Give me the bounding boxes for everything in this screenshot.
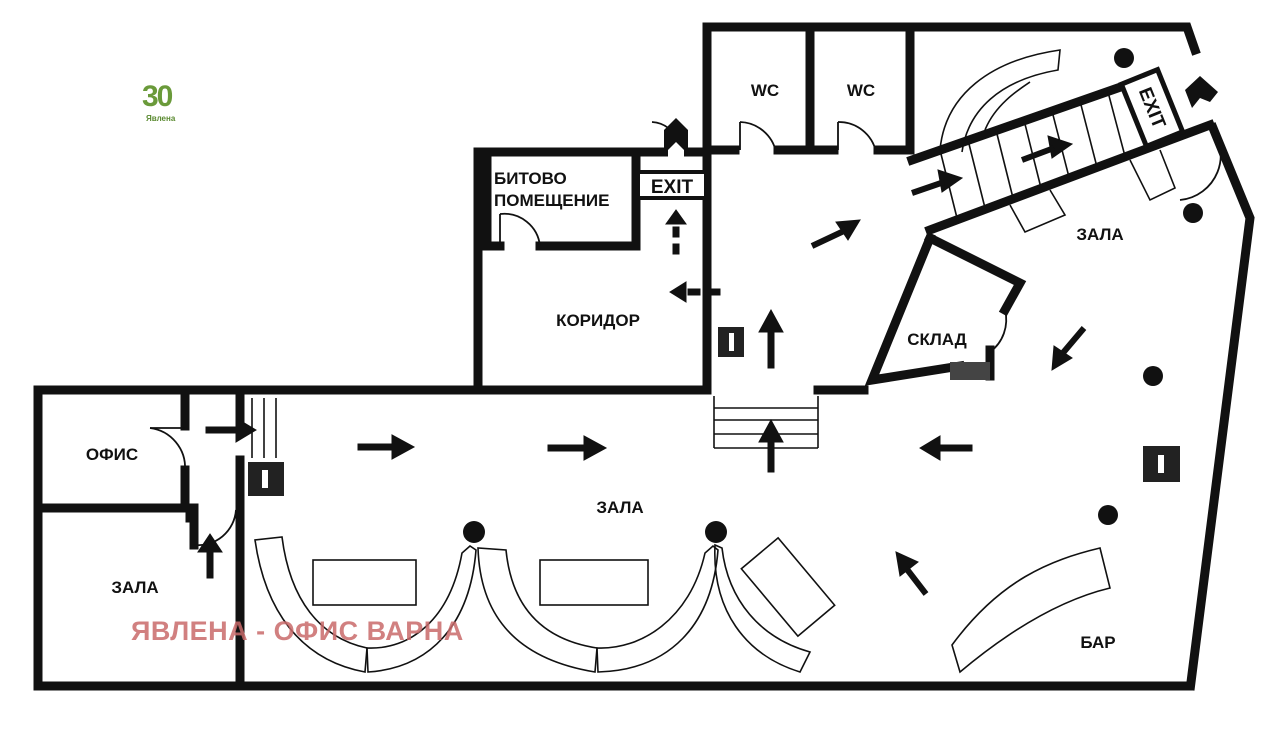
label-zala-main: ЗАЛА xyxy=(596,498,643,517)
arrow-left-corridor xyxy=(669,281,721,303)
arrow-stairs-2 xyxy=(1020,135,1074,163)
label-koridor: КОРИДОР xyxy=(556,311,640,330)
columns xyxy=(463,48,1203,543)
label-zala-top: ЗАЛА xyxy=(1076,225,1123,244)
sofa-arc-3 xyxy=(714,536,836,673)
brand-logo: 30 Явлена xyxy=(142,82,194,128)
wall-panels xyxy=(248,327,1180,496)
label-ofis: ОФИС xyxy=(86,445,138,464)
arrow-diag-bar xyxy=(895,551,929,596)
sofa-arc-1 xyxy=(254,536,477,673)
room-labels: WC WC БИТОВО ПОМЕЩЕНИЕ КОРИДОР СКЛАД ЗАЛ… xyxy=(86,81,1124,652)
doors xyxy=(149,121,1222,547)
logo-brand: Явлена xyxy=(146,114,176,123)
label-sklad: СКЛАД xyxy=(907,330,967,349)
exit-sign-center: EXIT xyxy=(636,118,708,200)
arrow-right-left xyxy=(205,417,257,443)
label-wc-2: WC xyxy=(847,81,875,100)
arrow-right-1 xyxy=(357,434,416,460)
arrow-up-2 xyxy=(758,418,784,473)
arrow-up-left xyxy=(197,533,223,579)
arrow-left-right-hall xyxy=(919,435,973,461)
arrow-up-exit xyxy=(665,209,687,255)
arrow-up-1 xyxy=(758,308,784,369)
left-stairs xyxy=(251,398,277,458)
label-bitovo-1: БИТОВО xyxy=(494,169,567,188)
main-stairs xyxy=(906,76,1216,236)
exit-center-text: EXIT xyxy=(651,177,694,198)
arrow-diag-1 xyxy=(810,219,861,249)
bar-counter xyxy=(951,547,1111,674)
arrow-diag-sklad xyxy=(1051,326,1087,371)
watermark: ЯВЛЕНА - ОФИС ВАРНА xyxy=(131,616,464,646)
lower-stairs xyxy=(713,396,819,449)
arrows xyxy=(197,135,1087,596)
label-zala-left: ЗАЛА xyxy=(111,578,158,597)
arrow-right-2 xyxy=(547,435,608,461)
sofa-arc-2 xyxy=(477,544,719,673)
logo-number: 30 xyxy=(142,80,173,113)
label-bar: БАР xyxy=(1080,633,1115,652)
label-wc-1: WC xyxy=(751,81,779,100)
exit-sign-stairs: EXIT xyxy=(1118,66,1218,150)
label-bitovo-2: ПОМЕЩЕНИЕ xyxy=(494,191,609,210)
outer-walls xyxy=(33,22,1255,691)
seating-top-right xyxy=(939,49,1177,234)
arrow-stairs-1 xyxy=(911,169,964,196)
